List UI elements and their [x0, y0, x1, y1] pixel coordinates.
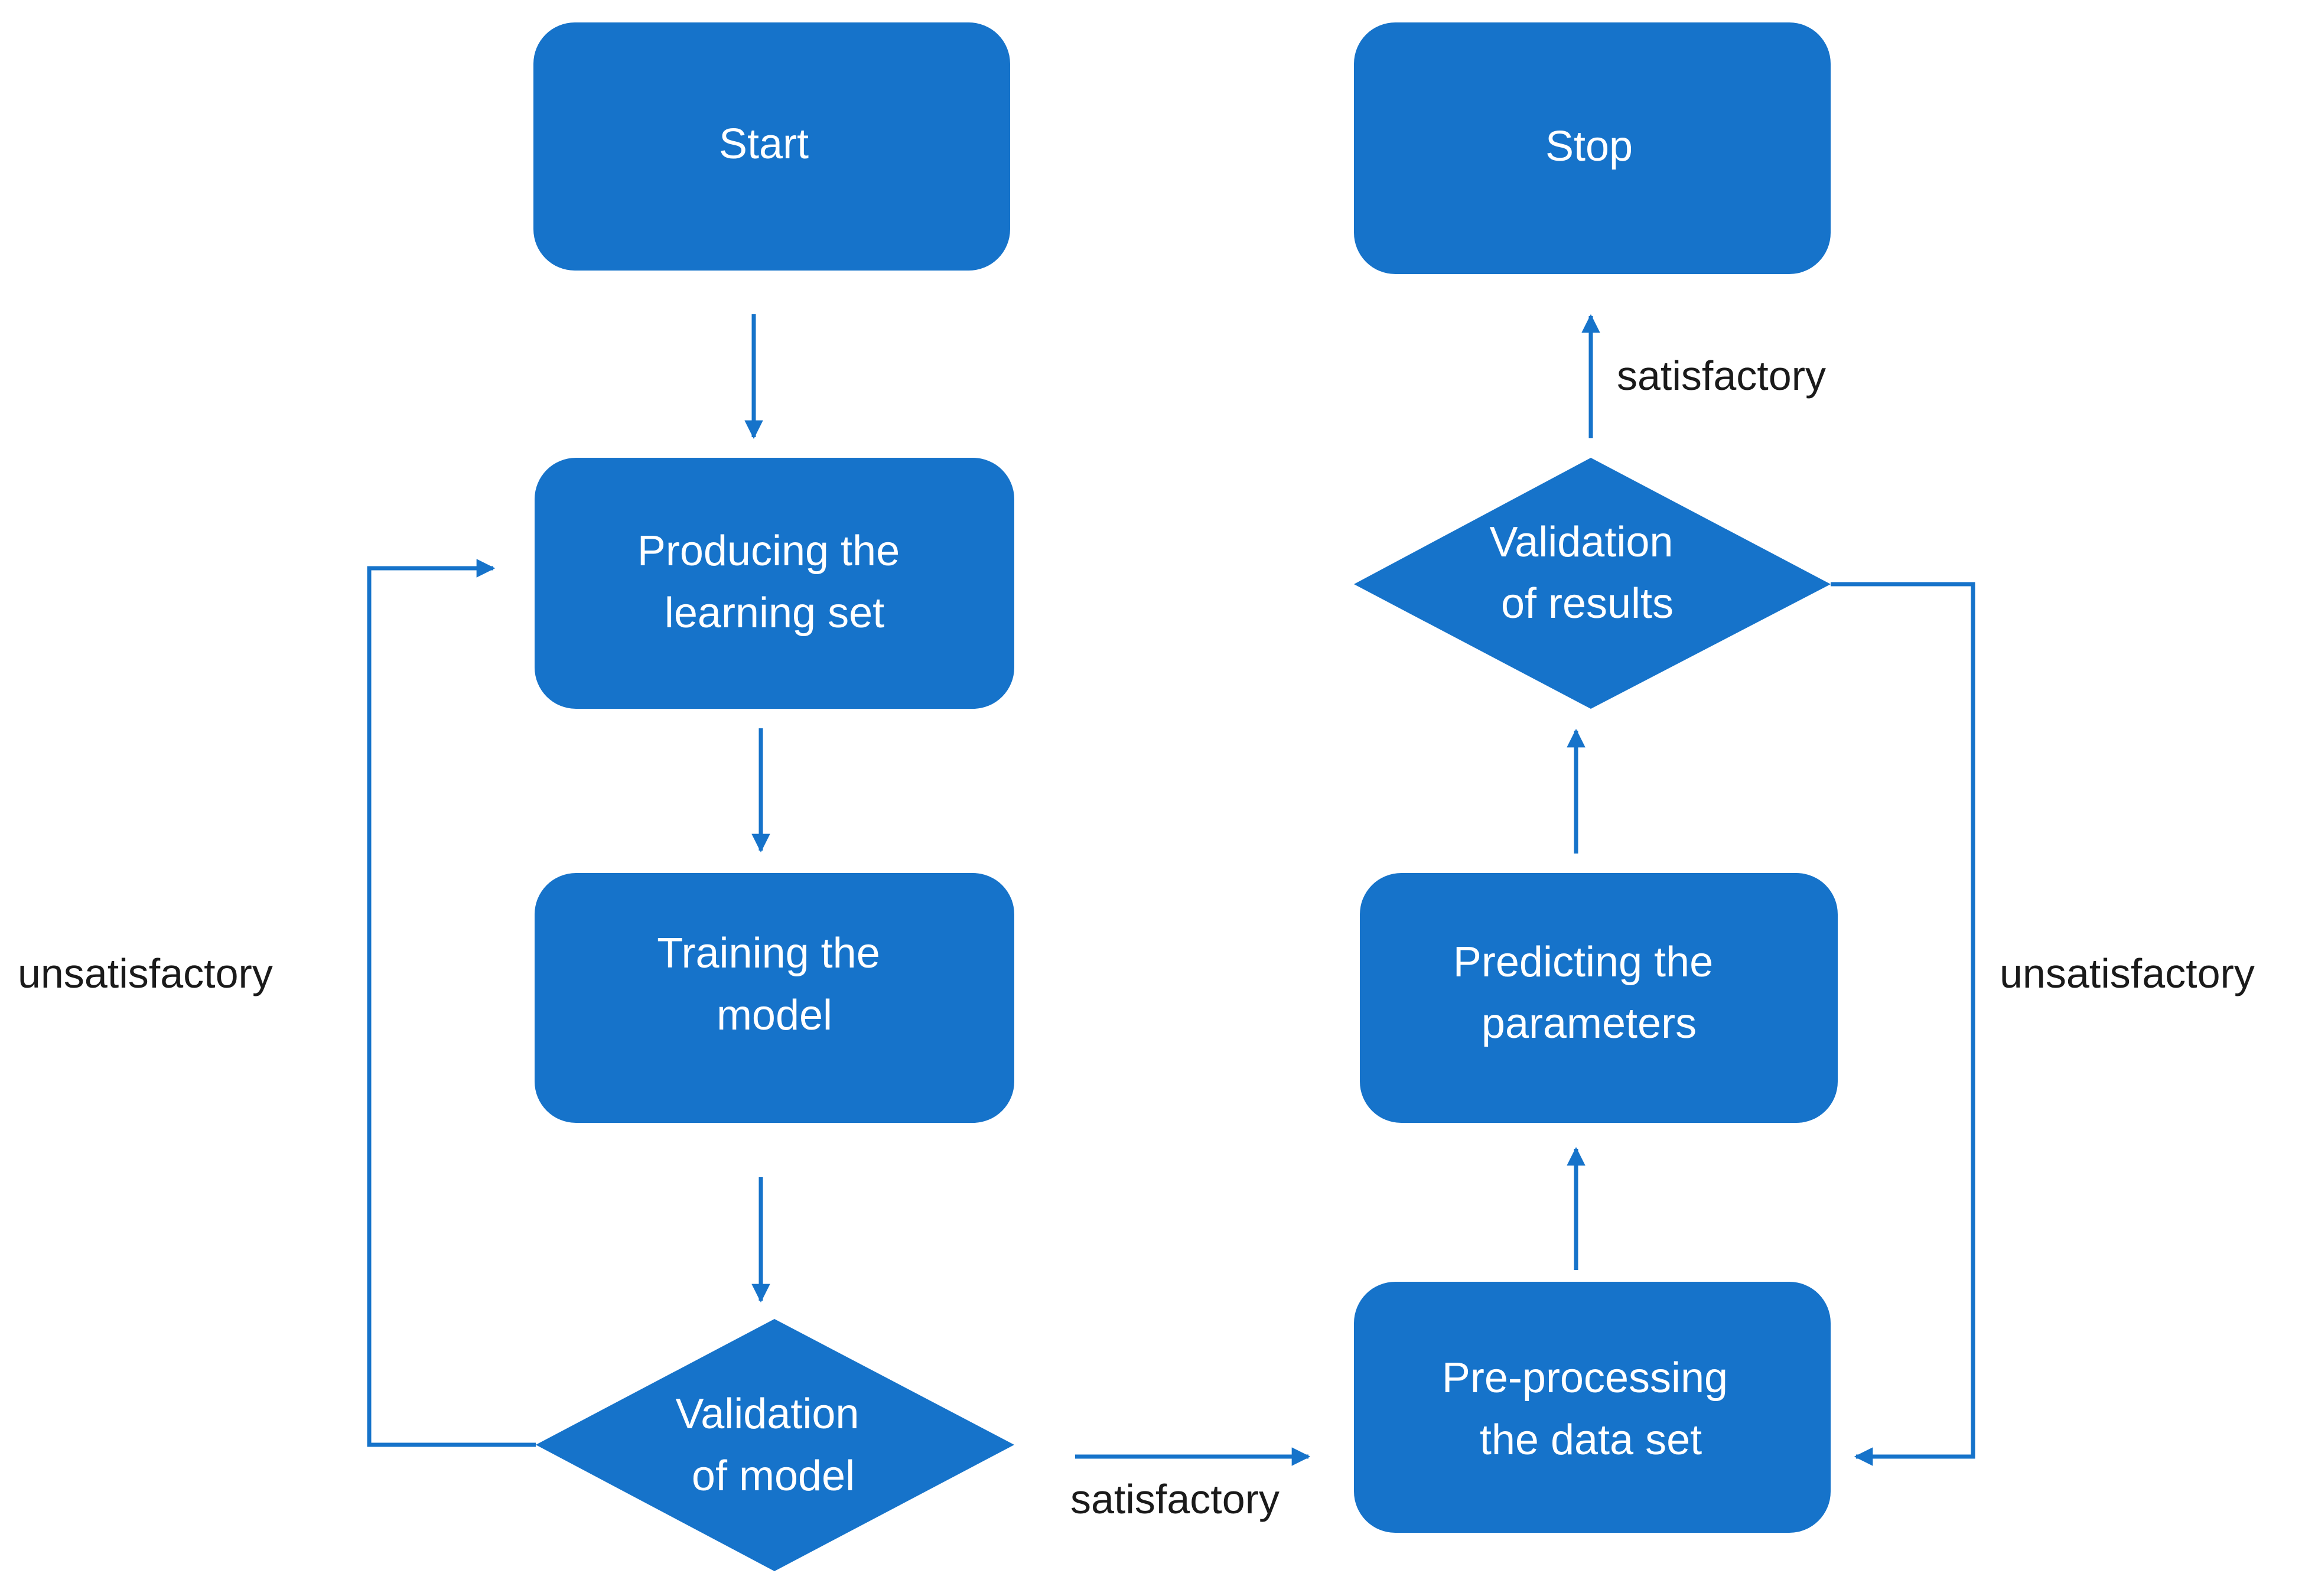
label-results-satisfactory: satisfactory — [1617, 353, 1826, 399]
arrow-validation-model-unsatisfactory-loop — [367, 559, 536, 1447]
node-training-label: Training the model — [657, 930, 892, 1039]
label-model-satisfactory: satisfactory — [1070, 1476, 1280, 1522]
label-model-unsatisfactory: unsatisfactory — [18, 950, 273, 996]
arrow-validation-results-unsatisfactory-loop — [1831, 582, 1975, 1466]
node-predicting-parameters[interactable]: Predicting the parameters — [1360, 873, 1838, 1123]
node-validation-results-label: Validation of results — [1490, 519, 1685, 627]
node-producing-label: Producing the learning set — [637, 527, 911, 637]
node-start[interactable]: Start — [533, 22, 1010, 271]
node-predicting-label: Predicting the parameters — [1453, 939, 1725, 1047]
node-preprocessing-label: Pre-processing the data set — [1442, 1354, 1740, 1464]
node-stop[interactable]: Stop — [1354, 22, 1831, 274]
node-training-model[interactable]: Training the model — [535, 873, 1014, 1123]
node-preprocessing-data-set[interactable]: Pre-processing the data set — [1354, 1282, 1831, 1533]
node-start-label: Start — [719, 120, 809, 168]
node-validation-of-model[interactable]: Validation of model — [536, 1319, 1014, 1571]
node-validation-of-results[interactable]: Validation of results — [1354, 458, 1831, 709]
label-results-unsatisfactory: unsatisfactory — [2000, 950, 2255, 996]
node-producing-learning-set[interactable]: Producing the learning set — [535, 458, 1014, 709]
node-stop-label: Stop — [1545, 123, 1633, 170]
node-validation-model-label: Validation of model — [676, 1390, 871, 1500]
